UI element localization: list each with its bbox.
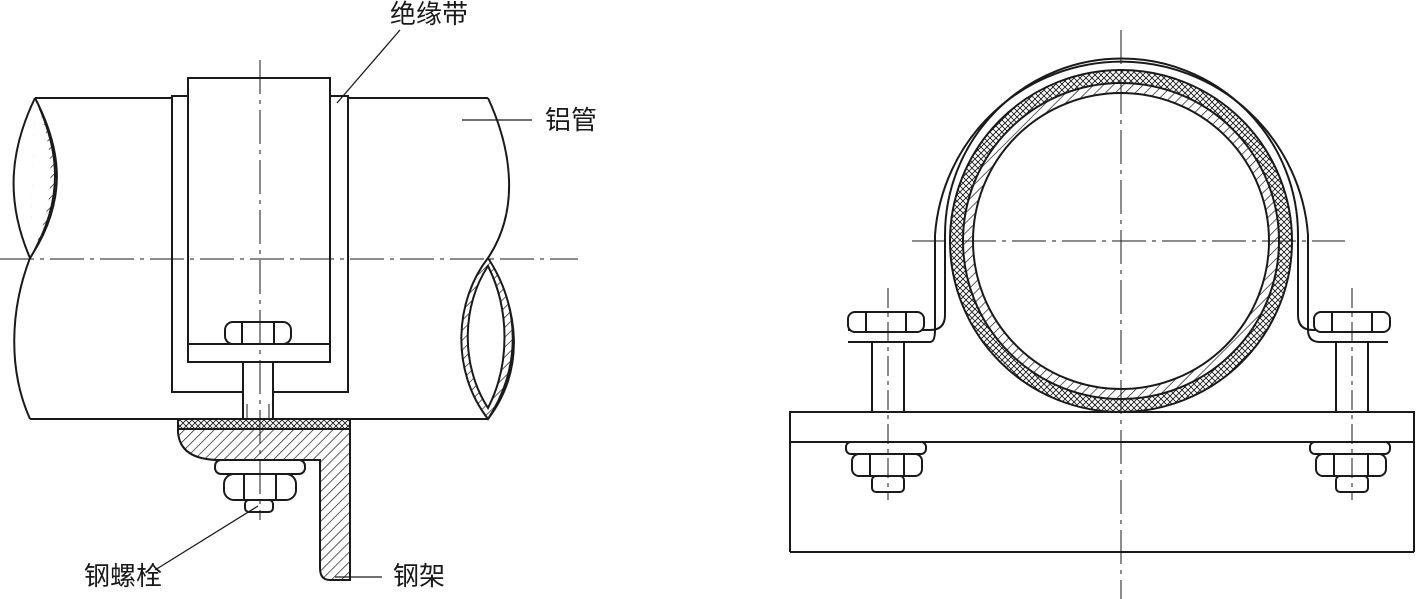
- label-steel-bolt: 钢螺栓: [84, 562, 163, 592]
- right-nut: [1315, 453, 1387, 477]
- label-aluminum-pipe: 铝管: [545, 106, 598, 136]
- right-washer: [1309, 441, 1391, 455]
- label-insulating-band: 绝缘带: [390, 0, 469, 30]
- left-bolt-head: [847, 311, 925, 333]
- end-view: [789, 30, 1415, 599]
- label-steel-frame: 钢架: [393, 562, 446, 592]
- side-view: [0, 29, 578, 581]
- insulation-layer: [177, 418, 351, 430]
- bolt-end: [244, 499, 274, 513]
- left-nut: [851, 453, 923, 477]
- clamp-strap: [187, 77, 331, 363]
- steel-base-plate: [789, 411, 1415, 443]
- leader-bolt: [154, 505, 259, 571]
- leader-band: [336, 29, 401, 104]
- bolt-head-top: [224, 321, 292, 345]
- left-washer: [845, 441, 927, 455]
